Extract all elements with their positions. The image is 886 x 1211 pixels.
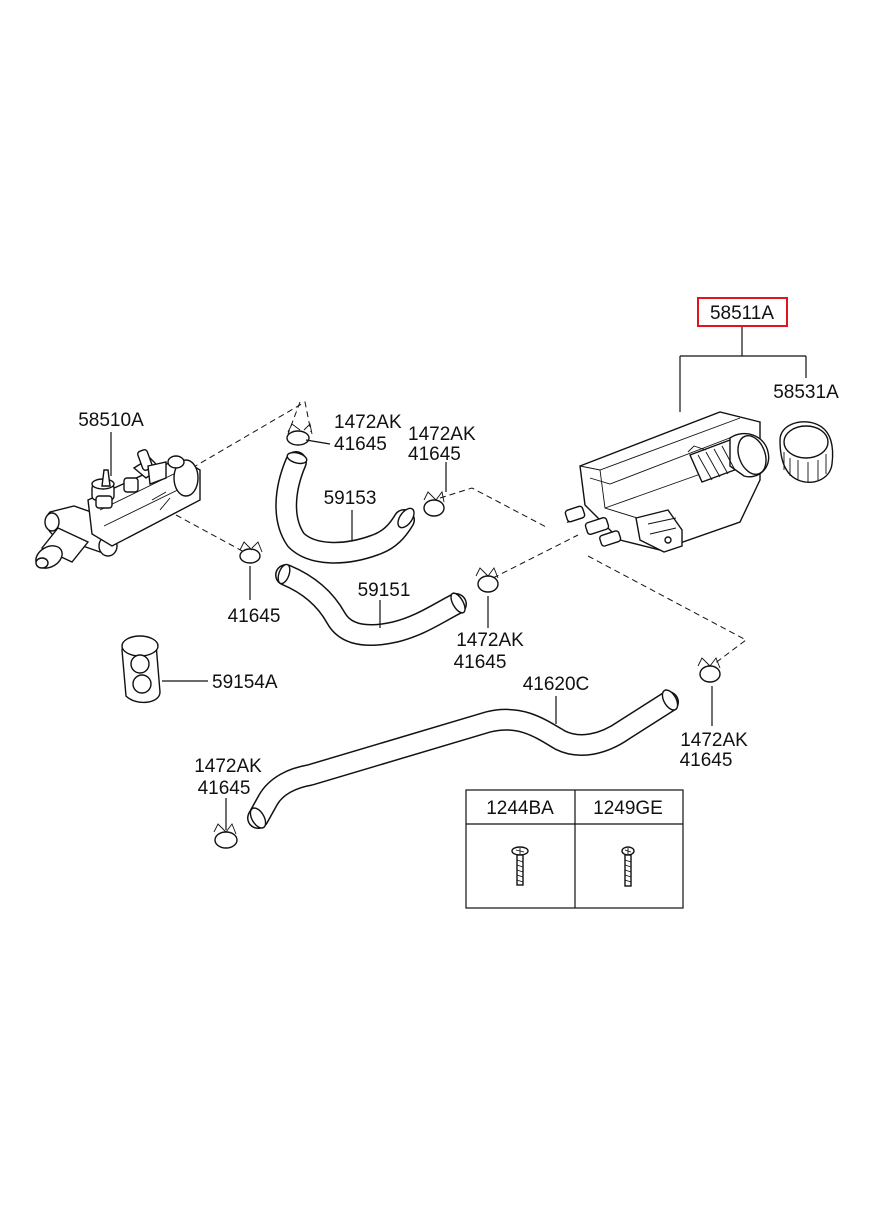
grommet (121, 635, 161, 703)
clamp-bottom (213, 823, 238, 849)
label-clamp-mid-1[interactable]: 1472AK (456, 630, 524, 651)
label-cap[interactable]: 58531A (773, 382, 839, 403)
label-clamp-right-1[interactable]: 1472AK (680, 730, 748, 751)
clamp-left (239, 541, 263, 564)
leader-lines (110, 326, 807, 830)
reservoir-tank (564, 411, 770, 553)
part-labels: 58511A 58531A 58510A 1472AK 41645 1472AK… (78, 297, 839, 799)
master-cylinder (35, 449, 201, 569)
label-hose-upper[interactable]: 59153 (324, 488, 377, 509)
reservoir-cap (779, 421, 834, 483)
label-clamp-right-2[interactable]: 41645 (680, 750, 733, 771)
selected-part-highlight (697, 297, 788, 327)
label-clamp-top-a-1[interactable]: 1472AK (334, 412, 402, 433)
label-master-cylinder[interactable]: 58510A (78, 410, 144, 431)
fastener-col2-header[interactable]: 1249GE (593, 798, 663, 819)
hose-41620c (247, 689, 679, 829)
label-reservoir[interactable]: 58511A (710, 303, 774, 324)
label-clamp-mid-2[interactable]: 41645 (454, 652, 507, 673)
clamp-mid (475, 567, 499, 593)
label-hose-middle[interactable]: 59151 (358, 580, 411, 601)
label-clamp-bottom-1[interactable]: 1472AK (194, 756, 262, 777)
assembly-dashed-lines (174, 401, 747, 665)
reservoir-outlets (564, 505, 622, 547)
label-clamp-top-b-2[interactable]: 41645 (408, 444, 461, 465)
hose-59153 (275, 451, 415, 564)
label-clamp-top-b-1[interactable]: 1472AK (408, 424, 476, 445)
label-hose-long[interactable]: 41620C (523, 674, 590, 695)
label-clamp-top-a-2[interactable]: 41645 (334, 434, 387, 455)
clamp-top-b (423, 490, 445, 517)
screw-1244ba-icon (511, 846, 529, 886)
label-clamp-left[interactable]: 41645 (228, 606, 281, 627)
clamp-right (697, 657, 721, 683)
fastener-col1-header[interactable]: 1244BA (486, 798, 554, 819)
clamp-top-a (286, 423, 313, 446)
label-grommet[interactable]: 59154A (212, 672, 278, 693)
label-clamp-bottom-2[interactable]: 41645 (198, 778, 251, 799)
screw-1249ge-icon (621, 846, 635, 887)
hose-59151 (275, 563, 467, 647)
fastener-table: 1244BA 1249GE (465, 789, 684, 909)
